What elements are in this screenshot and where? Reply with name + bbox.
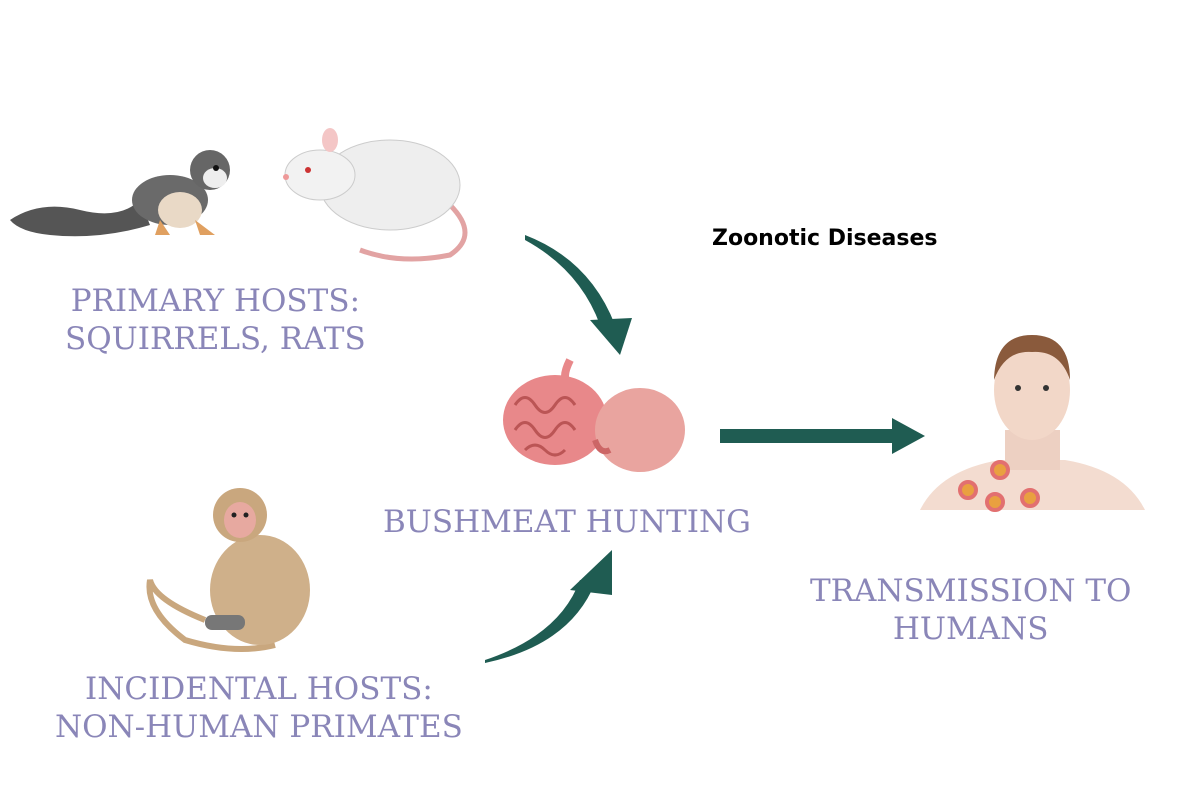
primary-hosts-label: PRIMARY HOSTS: SQUIRRELS, RATS [65,282,366,358]
squirrel-illustration [10,150,230,237]
label-line: NON-HUMAN PRIMATES [55,709,463,745]
monkey-illustration [146,488,310,652]
bushmeat-hunting-label: BUSHMEAT HUNTING [383,504,751,540]
incidental-hosts-label: INCIDENTAL HOSTS: NON-HUMAN PRIMATES [55,670,463,746]
label-line: INCIDENTAL HOSTS: [85,671,433,707]
arrow-incidental-to-bushmeat [485,550,612,663]
label-line: TRANSMISSION TO [810,573,1132,609]
diagram-title: Zoonotic Diseases [712,226,938,251]
arrow-primary-to-bushmeat [525,235,632,355]
label-line: SQUIRRELS, RATS [65,321,366,357]
transmission-label: TRANSMISSION TO HUMANS [810,572,1131,648]
arrow-bushmeat-to-humans [720,418,925,454]
bushmeat-organs-illustration [503,358,685,472]
label-line: PRIMARY HOSTS: [70,283,361,319]
label-line: HUMANS [892,611,1049,647]
rat-illustration [283,128,468,262]
human-with-lesions-illustration [920,335,1145,512]
